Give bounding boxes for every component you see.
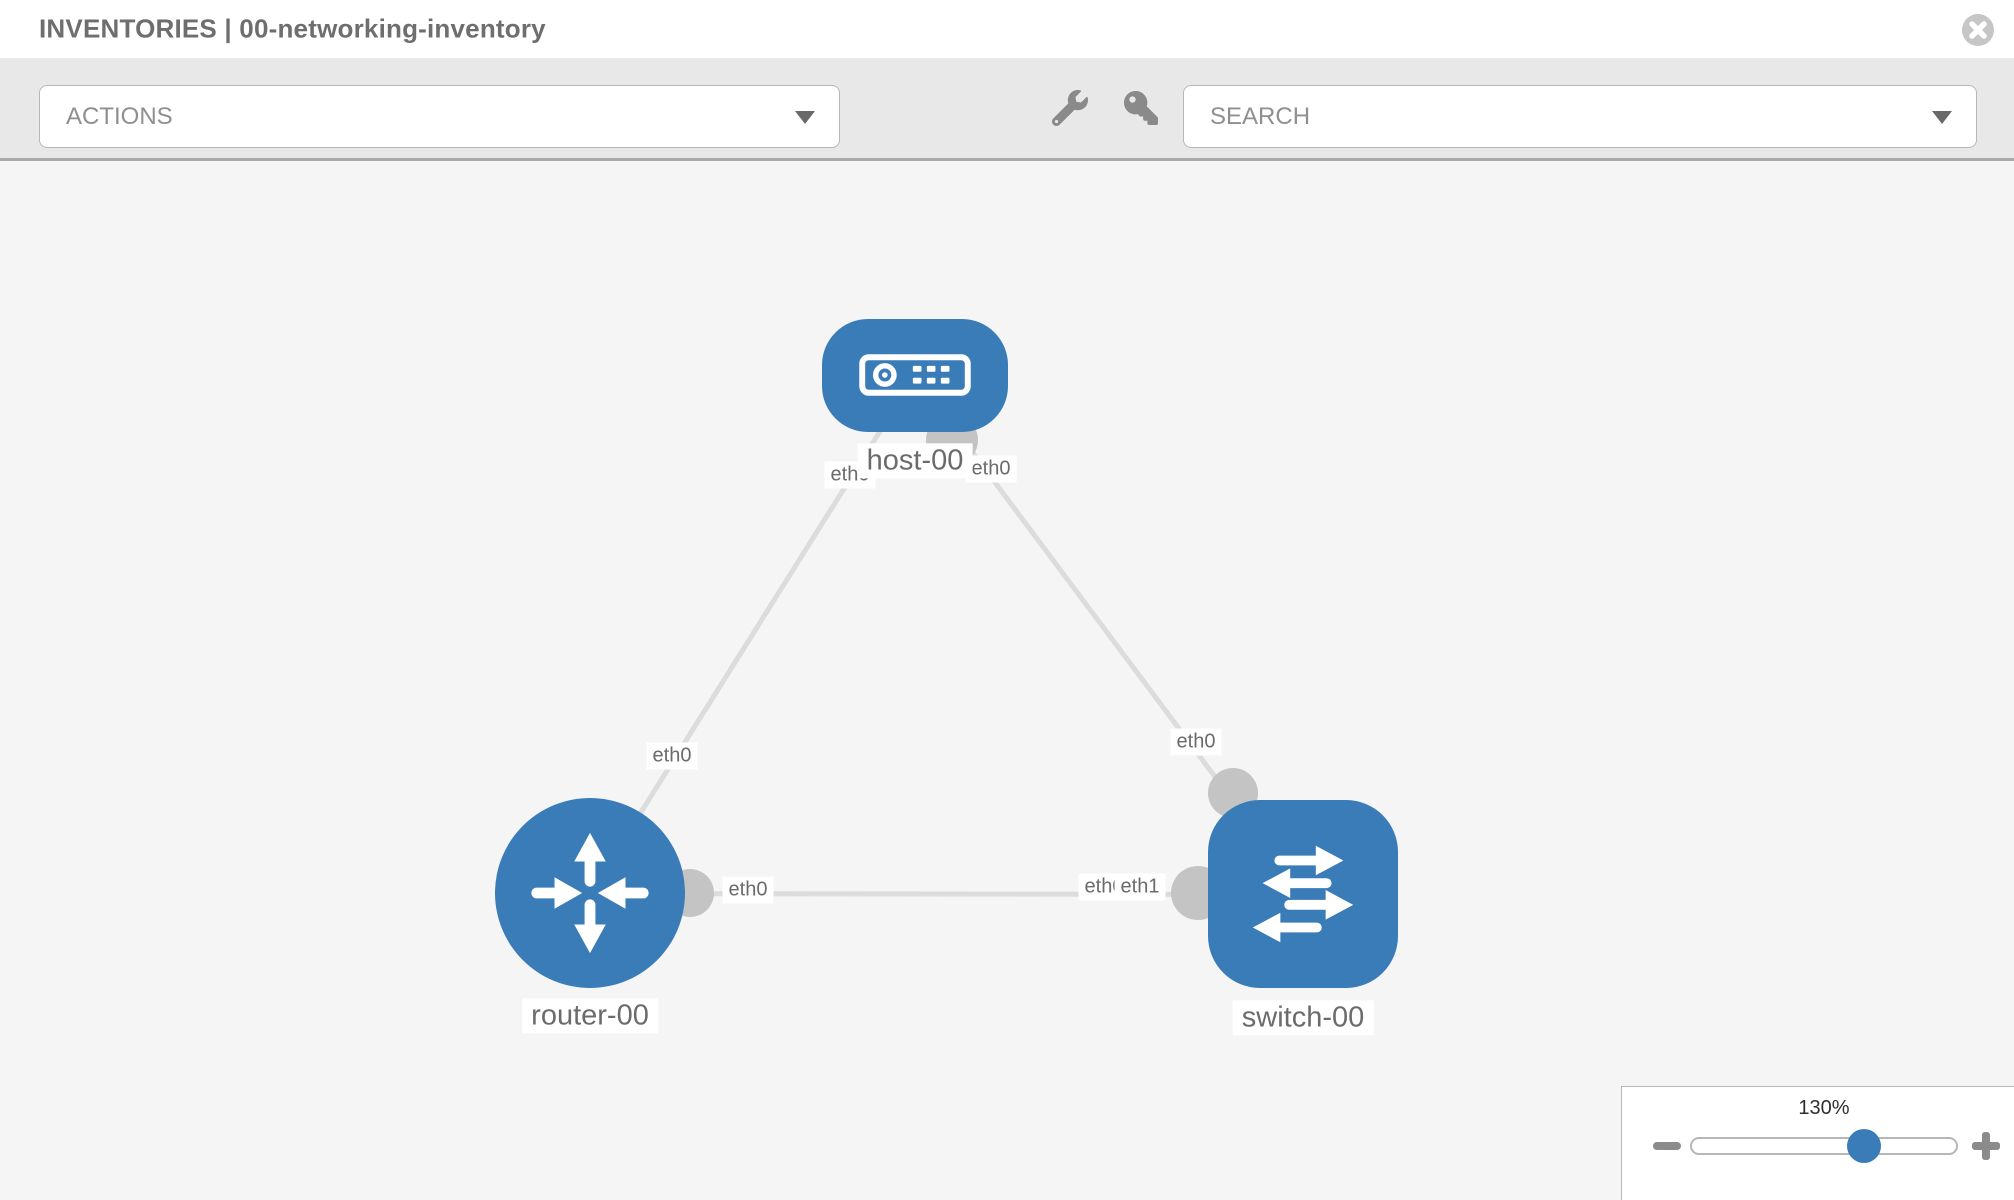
port-label: eth0 [646, 742, 698, 770]
tool-icon-group [1052, 58, 1158, 158]
wrench-icon[interactable] [1052, 90, 1088, 126]
node-label-host-00: host-00 [857, 443, 973, 479]
chevron-down-icon [1932, 110, 1952, 124]
actions-dropdown-label: ACTIONS [66, 102, 173, 130]
port-label: eth0 [722, 876, 774, 904]
plus-icon[interactable] [1972, 1132, 2000, 1160]
port-label: eth0 [1170, 728, 1222, 756]
toolbar: ACTIONS SEARCH [0, 58, 2014, 161]
router-icon [524, 827, 656, 959]
zoom-value: 130% [1798, 1097, 1850, 1119]
node-label-switch-00: switch-00 [1232, 1000, 1374, 1036]
zoom-slider-thumb[interactable] [1847, 1129, 1881, 1163]
node-switch-00[interactable] [1208, 800, 1398, 988]
chevron-down-icon [795, 110, 815, 124]
port-label: eth0 [965, 455, 1017, 483]
zoom-slider-track[interactable] [1690, 1129, 1958, 1163]
host-icon [859, 353, 971, 397]
key-icon[interactable] [1124, 91, 1158, 125]
node-label-router-00: router-00 [522, 998, 658, 1034]
search-dropdown-label: SEARCH [1210, 102, 1311, 130]
zoom-panel: 130% [1621, 1086, 2014, 1200]
node-host-00[interactable] [822, 318, 1008, 432]
port-label: eth1 [1114, 873, 1166, 901]
page-title: INVENTORIES | 00-networking-inventory [39, 13, 546, 44]
switch-icon [1237, 828, 1369, 960]
close-icon[interactable] [1961, 13, 1995, 47]
search-dropdown[interactable]: SEARCH [1183, 85, 1977, 148]
header: INVENTORIES | 00-networking-inventory [0, 0, 2014, 58]
minus-icon[interactable] [1653, 1142, 1681, 1150]
node-router-00[interactable] [495, 798, 685, 988]
actions-dropdown[interactable]: ACTIONS [39, 85, 840, 148]
